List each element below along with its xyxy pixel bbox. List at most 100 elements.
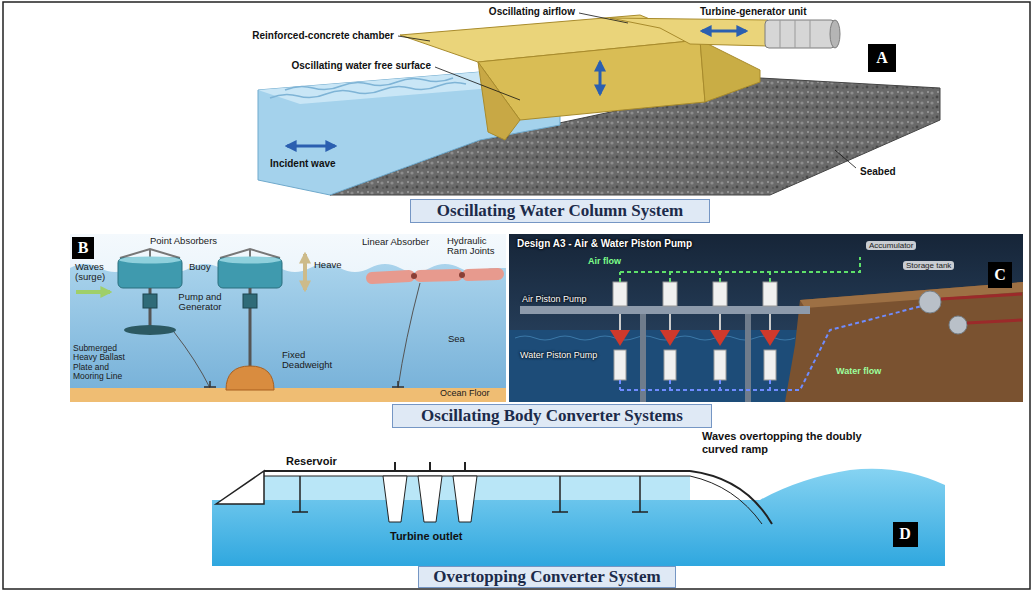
part-label: Waves (surge) [75, 262, 115, 283]
turbine-stub [395, 462, 465, 471]
pump-generator [243, 294, 257, 308]
part-label: Air Piston Pump [522, 294, 587, 304]
air-piston [613, 282, 627, 306]
float-cone [760, 330, 780, 346]
airflow-arrow [702, 30, 746, 33]
absorber-segment [420, 275, 457, 276]
part-label: Sea [448, 334, 465, 345]
mooring-line [398, 283, 420, 388]
surface-arrow [599, 62, 602, 94]
absorber-segment [468, 274, 498, 275]
anchor [204, 381, 216, 387]
part-label: Design A3 - Air & Water Piston Pump [517, 238, 692, 250]
leader-line [835, 150, 856, 168]
turbine [418, 476, 442, 522]
ramp [690, 471, 772, 524]
part-label: Fixed Deadweight [282, 350, 342, 371]
part-label: Ocean Floor [440, 389, 490, 399]
panel-letter: B [72, 237, 94, 259]
support-post [745, 314, 751, 402]
node-text: B [78, 240, 89, 257]
part-label: Pump and Generator [168, 292, 232, 313]
overtopping-illustration [212, 462, 945, 566]
piston-rod [769, 314, 771, 330]
part-label: Heave [314, 260, 341, 271]
water-piston [614, 350, 626, 380]
float-cone [610, 330, 630, 346]
sky [70, 234, 506, 402]
absorber-segment [372, 276, 409, 278]
outlet-pipe [941, 294, 1022, 323]
water-flow-line [620, 306, 922, 390]
node-text: Oscillating Body Converter Systems [421, 407, 683, 425]
piston-column [660, 282, 680, 380]
caption-band: Overtopping Converter System [418, 566, 676, 588]
turbine-generator [765, 20, 835, 48]
night-sky [509, 234, 1023, 402]
piston-rod [719, 314, 721, 330]
air-flow-line [620, 257, 860, 282]
part-label: Buoy [189, 262, 211, 273]
ramp [690, 476, 762, 524]
float [216, 471, 264, 504]
support-post [640, 314, 646, 402]
node-text: D [899, 526, 911, 543]
part-label: Turbine outlet [390, 530, 463, 543]
piston-column [710, 282, 730, 380]
turbine-wheel [919, 291, 941, 313]
wave-highlight [515, 336, 795, 340]
fixed-deadweight [226, 366, 274, 390]
ram-joint [411, 273, 417, 279]
water-piston [664, 350, 676, 380]
piston-pump-illustration [509, 234, 1023, 402]
chamber-back-wall [700, 40, 760, 102]
air-duct [610, 18, 768, 46]
float-cone [660, 330, 680, 346]
node-text: A [876, 50, 888, 67]
chamber-wall [478, 40, 705, 120]
shore-earth [785, 282, 1023, 402]
water-piston [714, 350, 726, 380]
panel-letter: C [988, 262, 1012, 288]
wave-arrow [287, 145, 335, 148]
leader-line [435, 67, 520, 100]
part-label: Waves overtopping the doubly curved ramp [702, 430, 867, 455]
leader-line [398, 36, 430, 41]
part-label: Turbine-generator unit [700, 6, 806, 18]
node-text: C [994, 267, 1006, 284]
chamber-lip [478, 62, 520, 140]
piston-column [760, 282, 780, 380]
part-label: Reinforced-concrete chamber [252, 30, 394, 42]
part-label: Submerged Heavy Ballast Plate and Moorin… [73, 344, 141, 381]
part-label: Linear Absorber [362, 237, 429, 248]
anchor [392, 381, 404, 387]
air-piston [663, 282, 677, 306]
water-piston [764, 350, 776, 380]
wave-crest [285, 78, 453, 90]
part-label: Point Absorbers [150, 236, 217, 247]
node-text: Oscillating Water Column System [437, 202, 683, 220]
figure-frame [3, 2, 1030, 589]
panel-letter: D [893, 522, 918, 547]
caption-band: Oscillating Water Column System [410, 199, 710, 223]
turbine-wheel [949, 316, 967, 334]
part-label: Incident wave [270, 158, 336, 170]
panel-letter: A [868, 44, 896, 72]
part-label: Oscillating water free surface [291, 60, 431, 72]
turbine-rib [780, 20, 810, 48]
part-label: Reservoir [286, 455, 337, 468]
float-cone [710, 330, 730, 346]
node-text: Overtopping Converter System [433, 568, 660, 586]
piston-column [610, 282, 630, 380]
mooring-line [174, 332, 210, 388]
heave-arrow [303, 254, 307, 290]
piston-rod [619, 314, 621, 330]
air-piston [763, 282, 777, 306]
part-label: Storage tank [903, 261, 954, 270]
absorber-illustration [70, 234, 506, 402]
surge-arrow [76, 290, 110, 294]
ram-joint [459, 272, 465, 278]
part-label: Hydraulic Ram Joints [447, 236, 503, 257]
turbine-end [830, 20, 840, 48]
